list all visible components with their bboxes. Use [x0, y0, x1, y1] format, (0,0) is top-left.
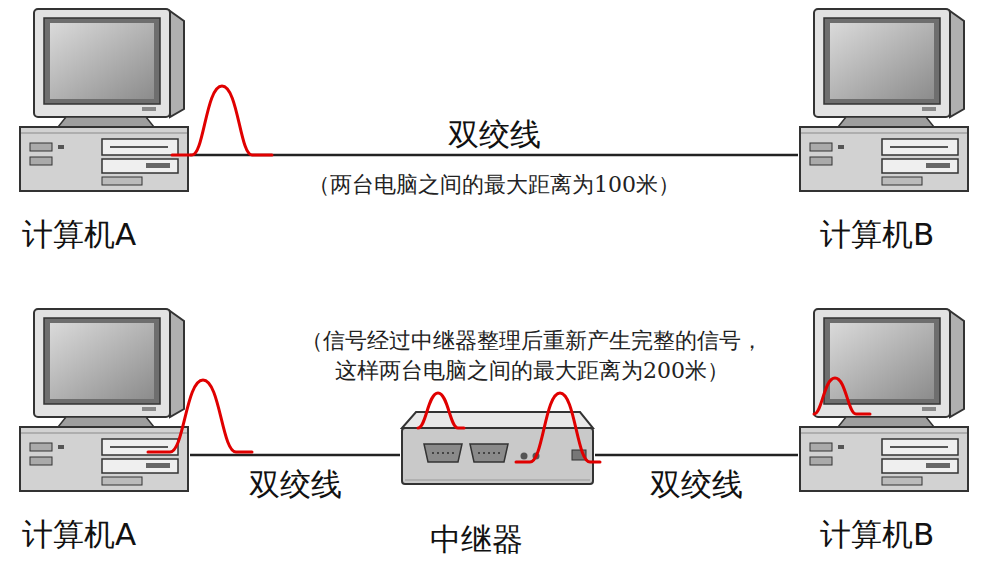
computer-figure — [800, 309, 968, 491]
computer-icon — [798, 5, 970, 195]
repeater-figure — [402, 412, 593, 484]
computer-figure — [800, 9, 968, 191]
repeater-icon — [400, 410, 595, 490]
cable-label: 双绞线 — [444, 117, 545, 151]
computer-node: 计算机B — [798, 305, 970, 551]
node-label: 计算机B — [798, 517, 970, 551]
node-label: 计算机A — [18, 217, 190, 251]
computer-node: 计算机A — [18, 5, 190, 251]
computer-icon — [798, 305, 970, 495]
cable-label: 双绞线 — [245, 467, 346, 501]
note-text: （两台电脑之间的最大距离为100米） — [308, 170, 680, 200]
node-label: 计算机B — [798, 217, 970, 251]
twisted-pair-cable — [190, 154, 798, 157]
twisted-pair-cable — [595, 454, 798, 457]
computer-icon — [18, 5, 190, 195]
twisted-pair-cable — [190, 454, 400, 457]
node-label: 计算机A — [18, 517, 190, 551]
node-label: 中继器 — [400, 522, 595, 556]
computer-node: 计算机B — [798, 5, 970, 251]
cable-label: 双绞线 — [646, 467, 747, 501]
computer-node: 计算机A — [18, 305, 190, 551]
note-text: （信号经过中继器整理后重新产生完整的信号， 这样两台电脑之间的最大距离为200米… — [292, 326, 772, 386]
repeater-node: 中继器 — [400, 410, 595, 556]
computer-figure — [20, 9, 188, 191]
computer-icon — [18, 305, 190, 495]
computer-figure — [20, 309, 188, 491]
